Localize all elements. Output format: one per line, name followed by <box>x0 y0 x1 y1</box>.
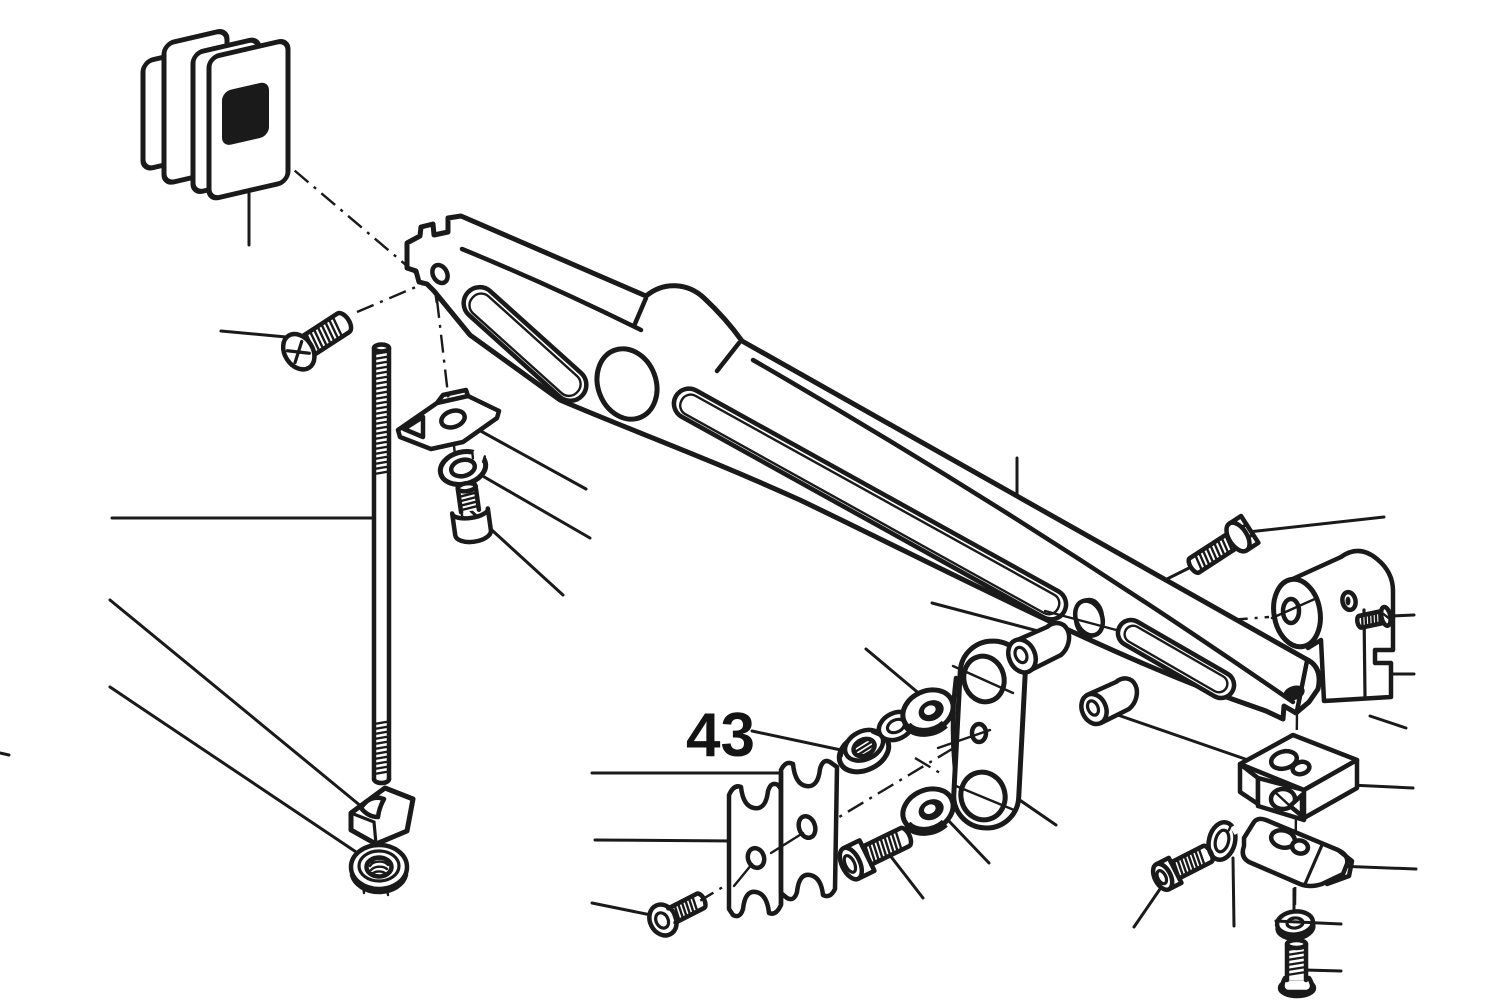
main-arm <box>404 213 1322 722</box>
upper-spacer-bushing <box>1006 620 1072 675</box>
center-socket-screw <box>837 825 914 882</box>
upper-ball-bearing <box>900 687 956 737</box>
clamp-block <box>1237 732 1360 823</box>
right-socket-screw <box>1150 843 1215 892</box>
buffer-pad-stack <box>140 29 291 201</box>
large-hex-nut <box>348 842 410 897</box>
threaded-rod <box>371 342 392 786</box>
callout-43: 43 <box>686 701 755 770</box>
flange-lock-nut <box>836 727 892 775</box>
housing-set-screw <box>1354 604 1393 630</box>
link-plate <box>936 638 1028 831</box>
shoulder-screw <box>449 480 494 545</box>
bottom-flat-washer <box>1274 909 1343 941</box>
split-lock-washer <box>437 448 489 487</box>
pivot-housing <box>1270 548 1396 704</box>
mount-bracket <box>1240 816 1355 889</box>
lower-spacer-bushing <box>1079 676 1140 727</box>
phillips-screw <box>280 310 354 372</box>
stud-bolt <box>1277 937 1317 999</box>
right-lock-washer <box>1206 820 1240 862</box>
wedge-bracket <box>348 785 416 847</box>
hex-bolt <box>1186 513 1261 575</box>
retainer-clip <box>395 387 502 452</box>
button-head-screw <box>647 891 708 938</box>
lower-ball-bearing <box>900 786 956 836</box>
damper-plate <box>726 758 840 919</box>
